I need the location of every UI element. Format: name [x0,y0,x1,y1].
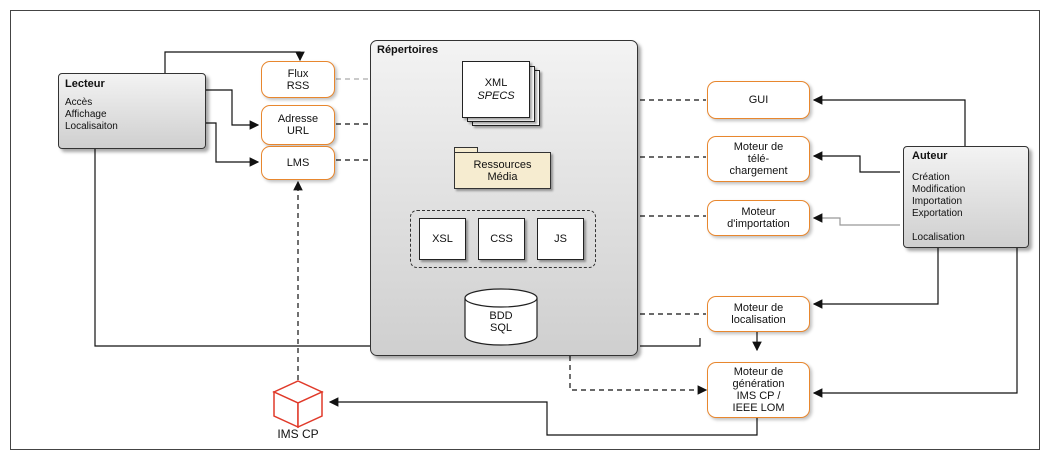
auteur-box: Auteur Création Modification Importation… [903,146,1029,248]
auteur-gen-connector [812,248,1018,398]
xsl-doc: XSL [419,218,466,260]
xml-specs-doc: XML SPECS [462,61,530,118]
repertoires-title: Répertoires [377,44,439,56]
lecteur-bottom-connector [94,148,370,347]
auteur-line: Création [912,172,950,183]
auteur-title: Auteur [912,150,948,162]
css-doc: CSS [478,218,525,260]
flux-rss-node: Flux RSS [261,61,335,98]
xml-line1: XML [484,76,508,89]
moteur-generation-node: Moteur de génération IMS CP / IEEE LOM [707,362,810,418]
auteur-line: Modification [912,184,966,195]
templates-group [410,210,596,268]
lecteur-url-connector [205,89,260,130]
lecteur-title: Lecteur [65,78,105,90]
ressources-media-folder: Ressources Média [454,152,551,189]
lecteur-line: Accès [65,97,93,108]
lecteur-rss-connector [164,51,305,73]
auteur-line: Importation [912,196,963,207]
repo-bottom-line [640,338,701,347]
gen-ims-connector [328,397,758,436]
lms-node: LMS [261,146,335,180]
ims-cp-label: IMS CP [277,427,319,441]
lecteur-box: Lecteur Accès Affichage Localisaiton [58,73,206,149]
repo-gen-dashed [569,356,708,395]
lecteur-line: Affichage [65,109,107,120]
moteur-telechargement-node: Moteur de télé- chargement [707,136,810,182]
gui-node: GUI [707,81,810,119]
auteur-lines: Création Modification Importation Export… [912,172,1020,244]
auteur-tele-connector [812,151,900,173]
lecteur-lms-connector [205,122,260,167]
xml-line2: SPECS [477,89,515,102]
lecteur-line: Localisaiton [65,121,118,132]
auteur-gui-connector [812,95,966,146]
lecteur-lines: Accès Affichage Localisaiton [65,97,199,133]
folder-tab [454,147,478,153]
moteur-localisation-node: Moteur de localisation [707,296,810,332]
auteur-local-connector [812,248,939,309]
js-doc: JS [537,218,584,260]
auteur-line: Localisation [912,232,965,243]
auteur-import-connector [812,213,900,226]
auteur-line: Exportation [912,208,963,219]
moteur-importation-node: Moteur d'importation [707,200,810,236]
bdd-label: BDD SQL [489,310,513,334]
adresse-url-node: Adresse URL [261,105,335,145]
